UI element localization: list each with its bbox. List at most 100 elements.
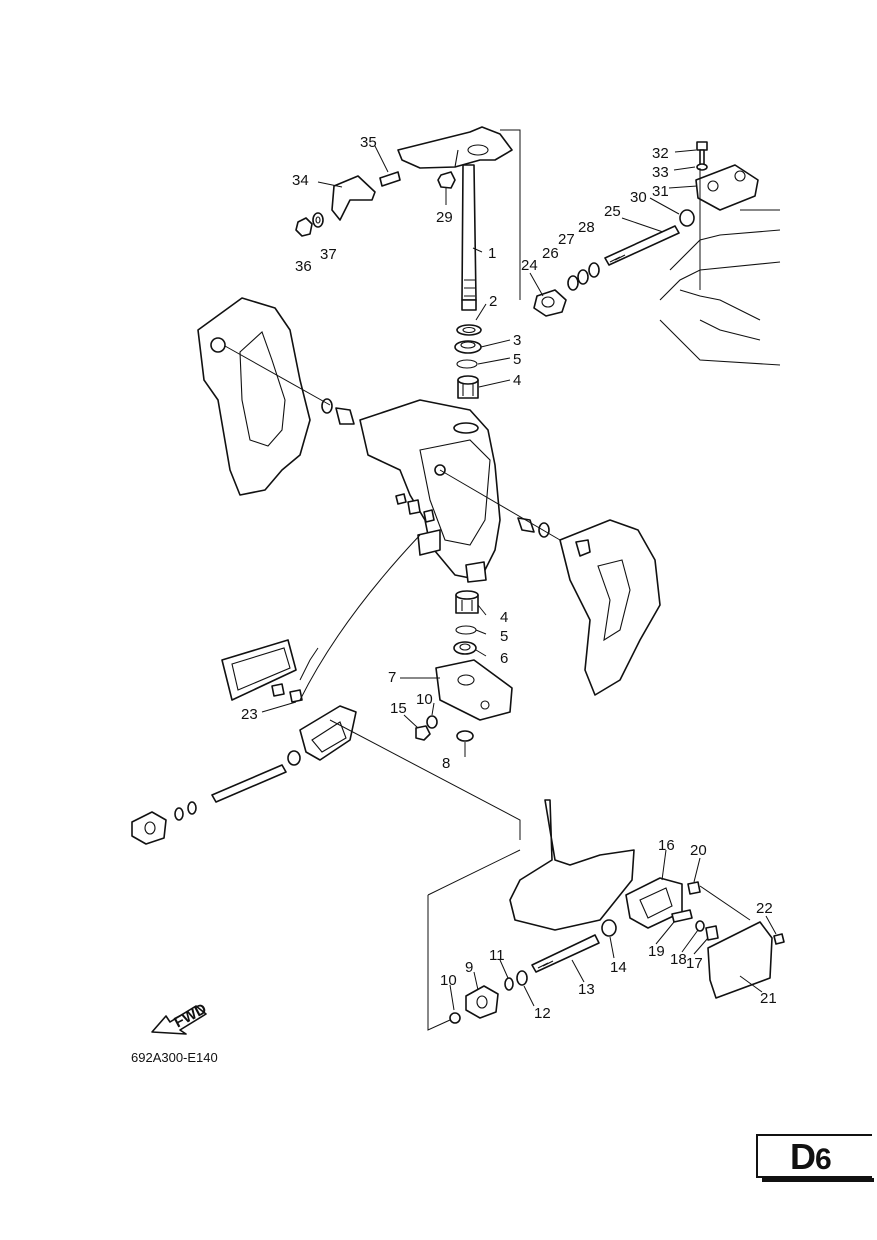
callout-37: 37 <box>320 246 337 263</box>
nut-20 <box>687 881 701 895</box>
callout-31: 31 <box>652 183 669 200</box>
page-id-label: D6 <box>790 1136 832 1178</box>
callout-28: 28 <box>578 219 595 236</box>
bracket-23 <box>271 647 357 761</box>
bolt-35 <box>379 171 401 187</box>
bushing-4-top <box>457 375 479 399</box>
diagram-code: 692A300-E140 <box>131 1050 218 1065</box>
callout-12: 12 <box>534 1005 551 1022</box>
seal-3 <box>454 340 482 354</box>
callout-2: 2 <box>489 293 497 310</box>
washer-6 <box>453 641 477 655</box>
steering-shaft <box>461 164 477 311</box>
grease-nipples <box>395 493 435 523</box>
callout-13: 13 <box>578 981 595 998</box>
lower-mount-left <box>131 750 301 845</box>
washer-12 <box>516 970 528 986</box>
callout-27: 27 <box>558 231 575 248</box>
callout-10-bottom: 10 <box>440 972 457 989</box>
callout-5-bottom: 5 <box>500 628 508 645</box>
callout-5-top: 5 <box>513 351 521 368</box>
callout-21: 21 <box>760 990 777 1007</box>
o-ring-5-bottom <box>455 625 477 635</box>
callout-30: 30 <box>630 189 647 206</box>
callout-leaders <box>261 145 777 1011</box>
washer-28 <box>588 262 600 278</box>
callout-18: 18 <box>670 951 687 968</box>
callout-26: 26 <box>542 245 559 262</box>
clamp-bracket-right <box>559 519 661 696</box>
assembly-guide-lines <box>299 534 521 1031</box>
fwd-label: FWD <box>171 1000 209 1031</box>
nut-8 <box>456 730 474 742</box>
callout-8: 8 <box>442 755 450 772</box>
callout-6: 6 <box>500 650 508 667</box>
pivot-bushings-left <box>224 345 355 425</box>
washer-11 <box>504 977 514 991</box>
screw-22 <box>699 885 785 945</box>
collar-30 <box>679 209 695 227</box>
clamp-31 <box>695 164 759 211</box>
page-id-box <box>756 1134 874 1182</box>
bushing-4-bottom <box>455 590 479 614</box>
callout-19: 19 <box>648 943 665 960</box>
swivel-bracket <box>359 399 501 583</box>
callout-9: 9 <box>465 959 473 976</box>
callout-22: 22 <box>756 900 773 917</box>
washer-10-top <box>426 715 438 729</box>
pivot-bushings-right <box>439 469 561 541</box>
nut-36 <box>295 217 313 237</box>
cover-21 <box>707 921 773 999</box>
page-id-letter: D <box>790 1136 816 1177</box>
mount-24 <box>533 289 567 317</box>
callout-35: 35 <box>360 134 377 151</box>
washer-10-bottom <box>449 1012 461 1024</box>
callout-34: 34 <box>292 172 309 189</box>
o-ring-5-top <box>456 359 478 369</box>
collar-14 <box>601 919 617 937</box>
bolt-32 <box>696 141 708 166</box>
callout-3: 3 <box>513 332 521 349</box>
washer-18 <box>695 920 705 932</box>
fwd-arrow-icon: FWD <box>151 1000 210 1035</box>
steering-arm <box>397 126 521 300</box>
mount-9 <box>465 985 499 1019</box>
washer-33 <box>696 163 708 171</box>
washer-27 <box>577 269 589 285</box>
page-id-number: 6 <box>815 1143 832 1176</box>
callout-25: 25 <box>604 203 621 220</box>
washer-2 <box>456 324 482 336</box>
callout-numbers: 1 2 3 5 4 4 5 6 7 8 9 10 10 11 12 13 14 … <box>241 134 777 1022</box>
callout-4-top: 4 <box>513 372 521 389</box>
callout-23: 23 <box>241 706 258 723</box>
callout-32: 32 <box>652 145 669 162</box>
callout-17: 17 <box>686 955 703 972</box>
washer-37 <box>312 212 324 228</box>
callout-14: 14 <box>610 959 627 976</box>
callout-20: 20 <box>690 842 707 859</box>
cover-plate-left <box>221 639 297 701</box>
washer-26 <box>567 275 579 291</box>
engine-housing-fragment <box>659 168 781 366</box>
lower-case-fragment <box>509 799 635 931</box>
callout-33: 33 <box>652 164 669 181</box>
nut-29 <box>437 171 456 189</box>
clamp-bracket-left <box>197 297 311 496</box>
bolt-19 <box>671 909 693 923</box>
bracket-34 <box>331 175 376 221</box>
nut-15 <box>415 725 431 741</box>
callout-24: 24 <box>521 257 538 274</box>
callout-10-top: 10 <box>416 691 433 708</box>
callout-7: 7 <box>388 669 396 686</box>
callout-16: 16 <box>658 837 675 854</box>
bolt-25 <box>604 225 680 266</box>
bolt-13 <box>531 934 600 973</box>
callout-1: 1 <box>488 245 496 262</box>
callout-4-bottom: 4 <box>500 609 508 626</box>
callout-11: 11 <box>489 947 505 964</box>
bolt-17 <box>705 925 719 941</box>
callout-29: 29 <box>436 209 453 226</box>
mount-bracket-7 <box>435 659 513 721</box>
callout-36: 36 <box>295 258 312 275</box>
